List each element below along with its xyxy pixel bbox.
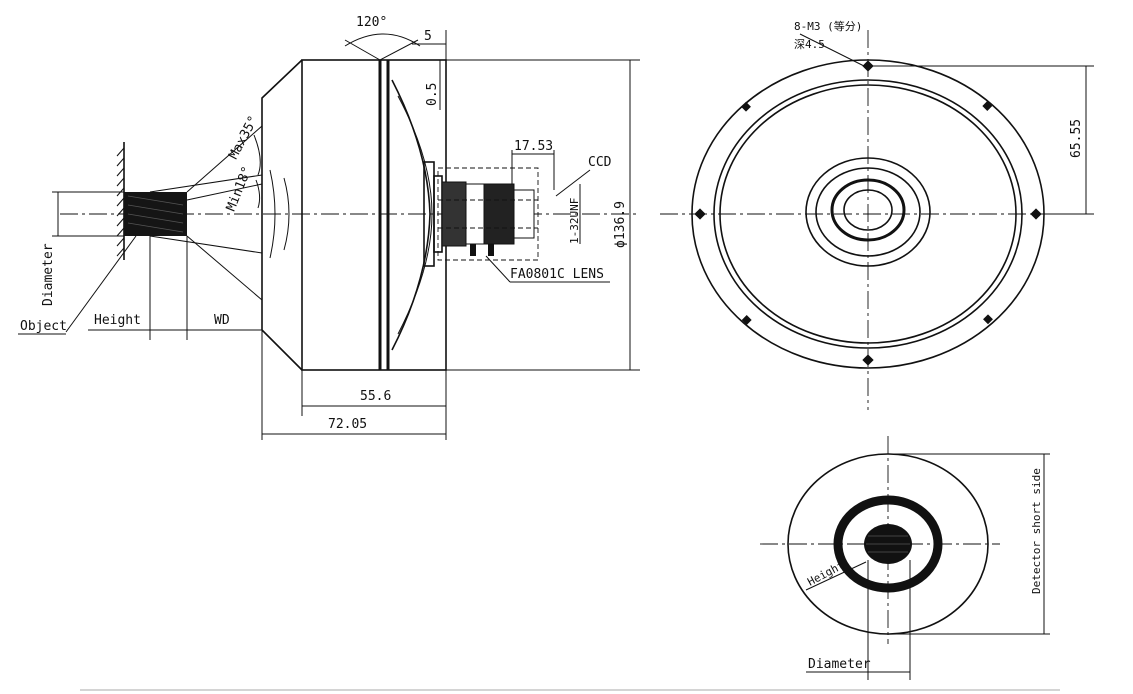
side-view: 120° 5 0.5 Max35° Min18° Diameter Object… (18, 15, 640, 440)
min18-label: Min18° (224, 164, 256, 213)
phi-136-9-label: ϕ136.9 (613, 201, 628, 248)
height-label: Height (94, 313, 141, 328)
fa-lens-label: FA0801C LENS (510, 267, 604, 282)
thread-label: 1-32UNF (568, 198, 581, 244)
dim-5-label: 5 (424, 29, 432, 44)
detector-view: Height Diameter Detector short side (760, 436, 1050, 680)
depth-label: 深4.5 (794, 38, 825, 51)
dim-0-5-label: 0.5 (425, 83, 440, 106)
dim-55-6-label: 55.6 (360, 389, 391, 404)
front-view: 8-M3 (等分) 深4.5 65.55 (660, 19, 1094, 410)
diameter-label: Diameter (41, 243, 56, 306)
m3-label: 8-M3 (等分) (794, 19, 862, 33)
ccd-label: CCD (588, 155, 612, 170)
dim-65-55-label: 65.55 (1069, 119, 1084, 158)
max35-label: Max35° (226, 113, 261, 162)
wd-label: WD (214, 313, 230, 328)
detector-short-side-label: Detector short side (1030, 468, 1043, 594)
dim-17-53-label: 17.53 (514, 139, 553, 154)
object-block (124, 192, 187, 236)
diameter-bottom-label: Diameter (808, 657, 871, 672)
object-label: Object (20, 319, 67, 334)
dim-72-05-label: 72.05 (328, 417, 367, 432)
angle-120-label: 120° (356, 15, 387, 30)
